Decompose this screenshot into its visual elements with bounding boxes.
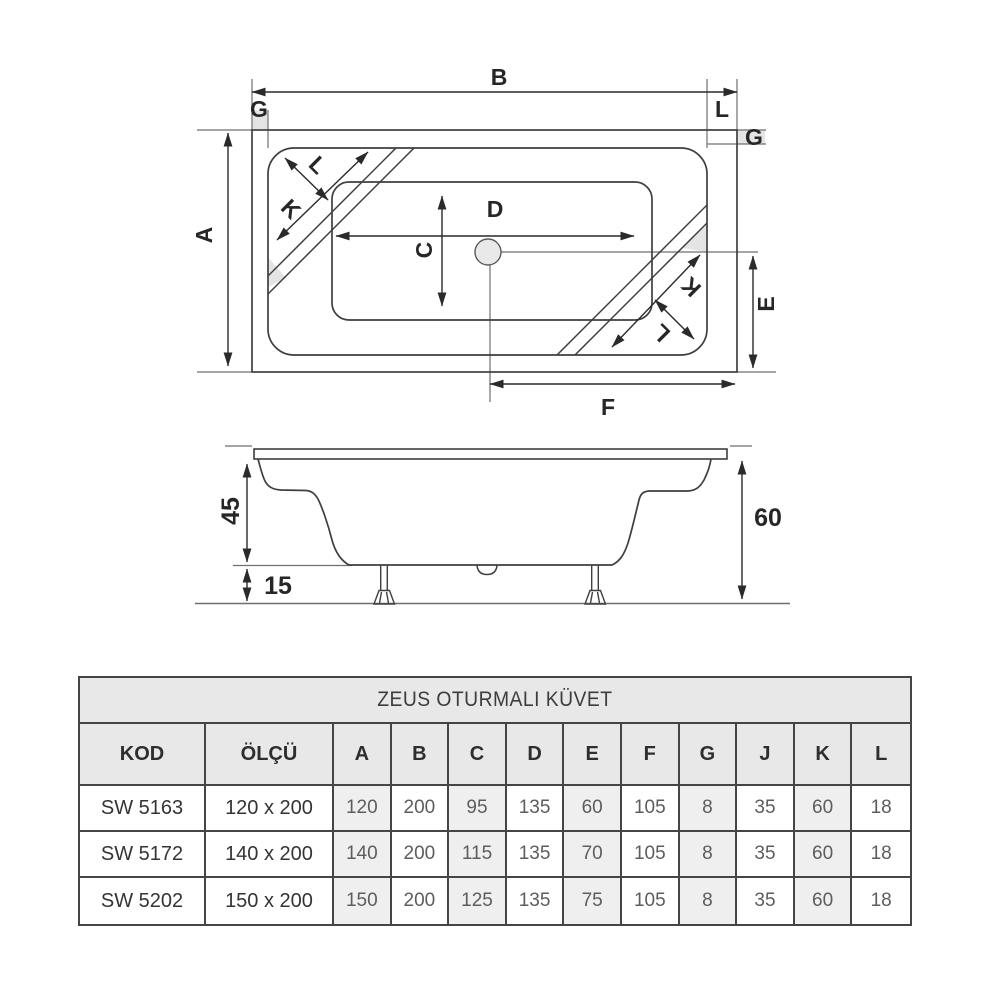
- cell-J: 35: [737, 832, 795, 878]
- cell-G: 8: [679, 832, 738, 878]
- g-gap-shade-right: [738, 130, 765, 144]
- label-45: 45: [217, 497, 245, 525]
- cell-K: 60: [794, 878, 853, 924]
- table-header-row: KOD ÖLÇÜ A B C D E F G J K L: [80, 724, 910, 786]
- cell-G: 8: [679, 786, 738, 832]
- cell-B: 200: [391, 832, 450, 878]
- label-G-right: G: [745, 124, 763, 150]
- label-F: F: [601, 394, 615, 420]
- cell-B: 200: [391, 878, 450, 924]
- cell-A: 120: [334, 786, 392, 832]
- cell-C: 95: [449, 786, 507, 832]
- dim-line-L-bottomright: [654, 299, 695, 340]
- cell-D: 135: [506, 786, 565, 832]
- tub-outer-rect: [251, 129, 738, 373]
- header-F: F: [621, 724, 680, 786]
- cell-olcu: 120 x 200: [206, 786, 334, 832]
- cell-J: 35: [737, 878, 795, 924]
- leg-right: [583, 565, 607, 605]
- cell-F: 105: [621, 878, 680, 924]
- cell-olcu: 140 x 200: [206, 832, 334, 878]
- tub-profile: [257, 458, 712, 566]
- header-olcu: ÖLÇÜ: [206, 724, 334, 786]
- top-view: B G L G A K L D C K L E F: [191, 64, 779, 420]
- cell-B: 200: [391, 786, 450, 832]
- table-row: SW 5163 120 x 200 120 200 95 135 60 105 …: [80, 786, 910, 832]
- header-D: D: [506, 724, 565, 786]
- cell-C: 115: [449, 832, 507, 878]
- cell-F: 105: [621, 832, 680, 878]
- header-A: A: [334, 724, 392, 786]
- cell-E: 75: [564, 878, 622, 924]
- cell-F: 105: [621, 786, 680, 832]
- label-L-bottomright: L: [647, 319, 675, 347]
- header-L: L: [852, 724, 910, 786]
- label-E: E: [753, 296, 779, 311]
- label-L-topleft: L: [304, 151, 332, 179]
- cell-E: 60: [564, 786, 622, 832]
- table-title-row: ZEUS OTURMALI KÜVET: [80, 678, 910, 724]
- cell-L: 18: [852, 786, 910, 832]
- cell-G: 8: [679, 878, 738, 924]
- cell-E: 70: [564, 832, 622, 878]
- extension-lines: [197, 79, 776, 402]
- label-60: 60: [754, 504, 782, 532]
- header-G: G: [679, 724, 738, 786]
- cell-olcu: 150 x 200: [206, 878, 334, 924]
- label-L-top: L: [715, 96, 729, 122]
- drain-circle: [474, 238, 502, 266]
- cell-D: 135: [506, 878, 565, 924]
- header-C: C: [449, 724, 507, 786]
- rim-bar: [253, 448, 728, 460]
- cell-K: 60: [794, 832, 853, 878]
- cell-kod: SW 5172: [80, 832, 206, 878]
- label-D: D: [487, 196, 504, 222]
- dim-line-L-topleft: [284, 157, 329, 201]
- tub-outline-top: [251, 129, 738, 373]
- cell-C: 125: [449, 878, 507, 924]
- header-E: E: [564, 724, 622, 786]
- cell-L: 18: [852, 878, 910, 924]
- table-row: SW 5172 140 x 200 140 200 115 135 70 105…: [80, 832, 910, 878]
- tub-rim-rect: [267, 147, 708, 356]
- band-topleft-line2: [268, 148, 439, 315]
- header-B: B: [391, 724, 450, 786]
- cell-L: 18: [852, 832, 910, 878]
- technical-drawing: B G L G A K L D C K L E F: [191, 64, 790, 605]
- label-K-topleft: K: [276, 194, 306, 224]
- cell-kod: SW 5163: [80, 786, 206, 832]
- label-A: A: [191, 227, 217, 244]
- side-view: 45 15 60: [195, 445, 790, 605]
- label-C: C: [411, 242, 437, 259]
- header-K: K: [794, 724, 853, 786]
- g-gap-shade-left: [252, 110, 268, 129]
- side-reference-lines: [225, 445, 752, 567]
- cell-D: 135: [506, 832, 565, 878]
- drain-bump: [476, 565, 498, 576]
- labels-side-view: 45 15 60: [217, 497, 782, 600]
- cell-K: 60: [794, 786, 853, 832]
- dimension-arrows-side: [242, 460, 747, 602]
- tub-basin-rect: [331, 181, 653, 321]
- table-row: SW 5202 150 x 200 150 200 125 135 75 105…: [80, 878, 910, 924]
- cell-A: 150: [334, 878, 392, 924]
- label-G-left: G: [250, 96, 268, 122]
- header-kod: KOD: [80, 724, 206, 786]
- dimension-arrows-top: [223, 87, 758, 389]
- cell-A: 140: [334, 832, 392, 878]
- leg-left: [372, 565, 396, 605]
- spec-table: ZEUS OTURMALI KÜVET KOD ÖLÇÜ A B C D E F…: [78, 676, 912, 926]
- cell-J: 35: [737, 786, 795, 832]
- header-J: J: [737, 724, 795, 786]
- table-title: ZEUS OTURMALI KÜVET: [377, 688, 613, 711]
- cell-kod: SW 5202: [80, 878, 206, 924]
- corner-shade-bottomright: [682, 224, 707, 252]
- label-B: B: [491, 64, 508, 90]
- label-15: 15: [264, 572, 292, 600]
